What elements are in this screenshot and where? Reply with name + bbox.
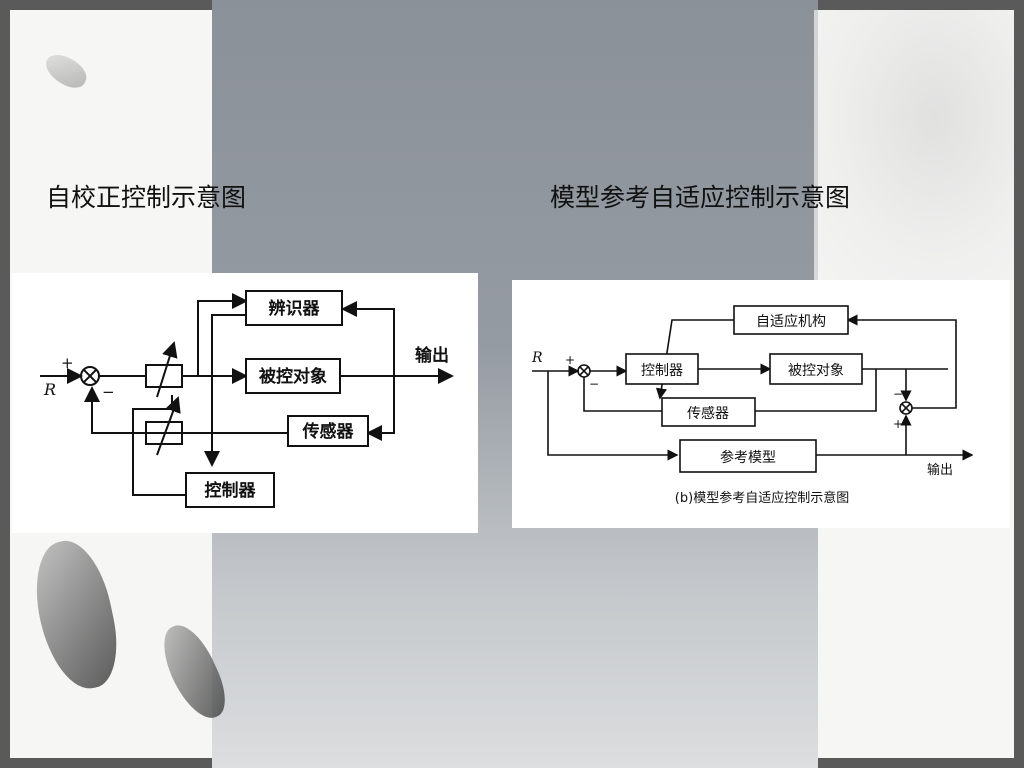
- sensor-block: [661, 397, 756, 427]
- self-tuning-diagram: 辨识器 被控对象 传感器 控制器 输出 R + −: [12, 273, 478, 533]
- plant-label: 被控对象: [259, 366, 327, 387]
- identifier-block: [245, 290, 343, 326]
- minus-sign: −: [102, 383, 115, 401]
- diagram-caption: (b)模型参考自适应控制示意图: [675, 490, 849, 506]
- identifier-label: 辨识器: [269, 298, 321, 319]
- left-title: 自校正控制示意图: [46, 183, 247, 212]
- sensor-label: 传感器: [687, 405, 729, 422]
- reference-model-label: 参考模型: [720, 449, 776, 466]
- minus-sign: −: [589, 377, 599, 391]
- mrac-diagram: 自适应机构 控制器 被控对象 传感器 参考模型 输出 R + − − + (b)…: [512, 280, 1010, 528]
- output-label: 输出: [415, 345, 449, 366]
- plant-label: 被控对象: [788, 363, 844, 379]
- error-plus-sign: +: [893, 417, 903, 431]
- controller-block: [185, 472, 275, 508]
- output-label: 输出: [927, 462, 953, 478]
- plus-sign: +: [565, 353, 575, 367]
- controller-label: 控制器: [205, 480, 257, 501]
- input-label: R: [531, 350, 543, 366]
- error-minus-sign: −: [893, 387, 903, 401]
- plus-sign: +: [61, 354, 74, 372]
- adjustable-feedback-block: [145, 421, 183, 445]
- adaptive-mechanism-label: 自适应机构: [756, 313, 826, 330]
- right-title: 模型参考自适应控制示意图: [550, 183, 851, 212]
- input-label: R: [43, 380, 56, 399]
- sensor-block: [287, 415, 369, 447]
- self-tuning-diagram-svg: 辨识器 被控对象 传感器 控制器 输出 R + −: [40, 290, 454, 508]
- plant-block: [769, 353, 863, 385]
- controller-label: 控制器: [641, 363, 683, 379]
- adaptive-mechanism-block: [733, 305, 849, 335]
- mrac-diagram-svg: 自适应机构 控制器 被控对象 传感器 参考模型 输出 R + − − + (b)…: [531, 305, 974, 506]
- controller-block: [625, 353, 699, 385]
- plant-block: [245, 358, 341, 394]
- background-ink-decoration: [814, 10, 1014, 280]
- sensor-label: 传感器: [302, 421, 355, 442]
- reference-model-block: [679, 439, 817, 473]
